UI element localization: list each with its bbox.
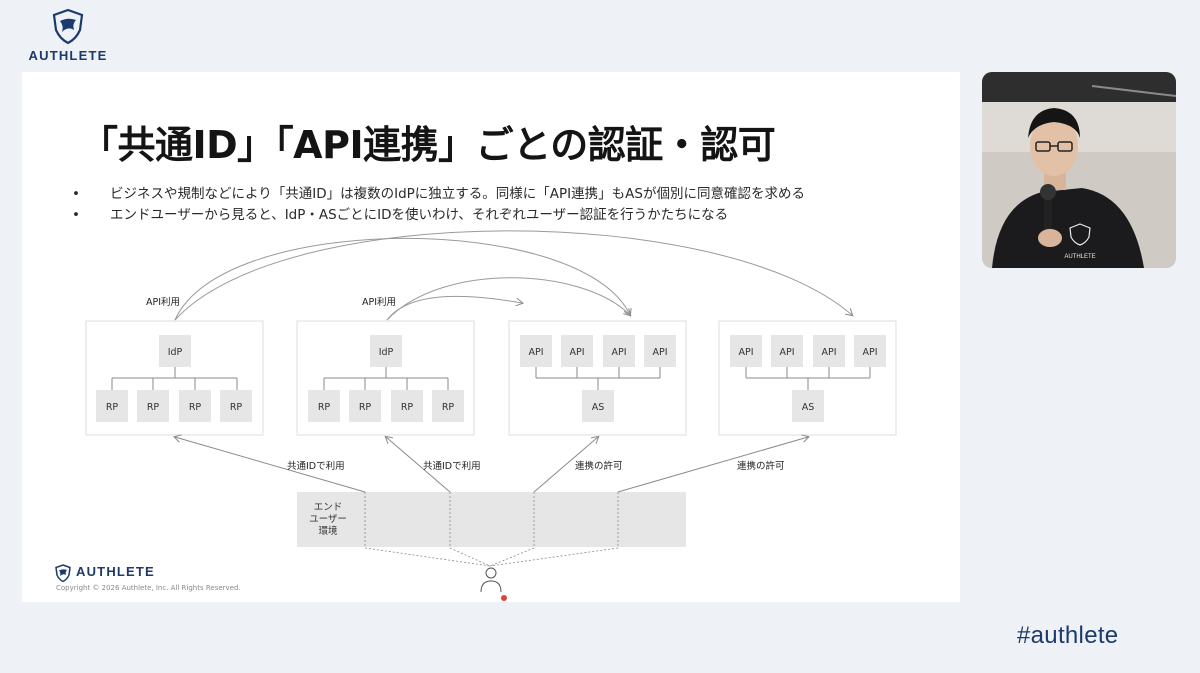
hoodie-logo-text: AUTHLETE	[1064, 254, 1095, 260]
shield-logo-icon	[55, 564, 71, 582]
api-box: API	[528, 347, 543, 358]
brand-name: AUTHLETE	[28, 48, 108, 63]
auth-arrows	[175, 437, 808, 493]
speaker-video-feed: AUTHLETE	[982, 72, 1176, 268]
api-box: API	[738, 347, 753, 358]
bullet-marker: •	[72, 207, 80, 223]
api-box: API	[862, 347, 877, 358]
shield-logo-icon	[52, 8, 84, 44]
footer-brand-name: AUTHLETE	[76, 564, 155, 579]
api-use-label: API利用	[146, 296, 180, 308]
arrow-label: 共通IDで利用	[287, 460, 345, 472]
slide-footer-logo: AUTHLETE	[54, 564, 194, 582]
user-dashed-lines	[364, 492, 619, 567]
idp-box: IdP	[168, 347, 183, 358]
authlete-logo: AUTHLETE	[22, 8, 114, 63]
rp-box: RP	[401, 402, 414, 413]
bullet-text: ビジネスや規制などにより「共通ID」は複数のIdPに独立する。同様に「API連携…	[110, 186, 805, 202]
as-group-1: API API API API AS	[508, 320, 687, 436]
env-label-line: ユーザー	[309, 514, 347, 525]
rp-box: RP	[189, 402, 202, 413]
presentation-slide: 「共通ID」「API連携」ごとの認証・認可 • ビジネスや規制などにより「共通I…	[22, 72, 960, 602]
idp-box: IdP	[379, 347, 394, 358]
api-box: API	[569, 347, 584, 358]
api-box: API	[611, 347, 626, 358]
bullet-text: エンドユーザーから見ると、IdP・ASごとにIDを使いわけ、それぞれユーザー認証…	[110, 207, 729, 223]
env-label-line: エンド	[314, 502, 343, 513]
bullet-marker: •	[72, 186, 80, 202]
idp-group-2: IdP RP RP RP RP	[296, 320, 475, 436]
as-group-2: API API API API AS	[718, 320, 897, 436]
notification-dot-icon	[501, 595, 507, 601]
rp-box: RP	[318, 402, 331, 413]
rp-box: RP	[359, 402, 372, 413]
api-use-arcs	[174, 230, 852, 321]
slide-title: 「共通ID」「API連携」ごとの認証・認可	[80, 123, 776, 167]
api-box: API	[652, 347, 667, 358]
as-box: AS	[802, 402, 815, 413]
api-box: API	[779, 347, 794, 358]
api-box: API	[821, 347, 836, 358]
api-use-label: API利用	[362, 296, 396, 308]
copyright-text: Copyright © 2026 Authlete, Inc. All Righ…	[56, 584, 241, 592]
arrow-label: 連携の許可	[575, 460, 623, 472]
hashtag: #authlete	[1017, 622, 1119, 649]
architecture-diagram: API利用 API利用 IdP RP RP RP RP	[85, 230, 897, 601]
arrow-label: 連携の許可	[737, 460, 785, 472]
rp-box: RP	[106, 402, 119, 413]
user-icon	[480, 567, 502, 593]
env-label-line: 環境	[318, 525, 338, 537]
end-user-environment: エンド ユーザー 環境	[297, 492, 686, 547]
as-box: AS	[592, 402, 605, 413]
rp-box: RP	[230, 402, 243, 413]
arrow-label: 共通IDで利用	[423, 460, 481, 472]
idp-group-1: IdP RP RP RP RP	[85, 320, 264, 436]
speaker-image: AUTHLETE	[982, 72, 1176, 268]
rp-box: RP	[147, 402, 160, 413]
rp-box: RP	[442, 402, 455, 413]
